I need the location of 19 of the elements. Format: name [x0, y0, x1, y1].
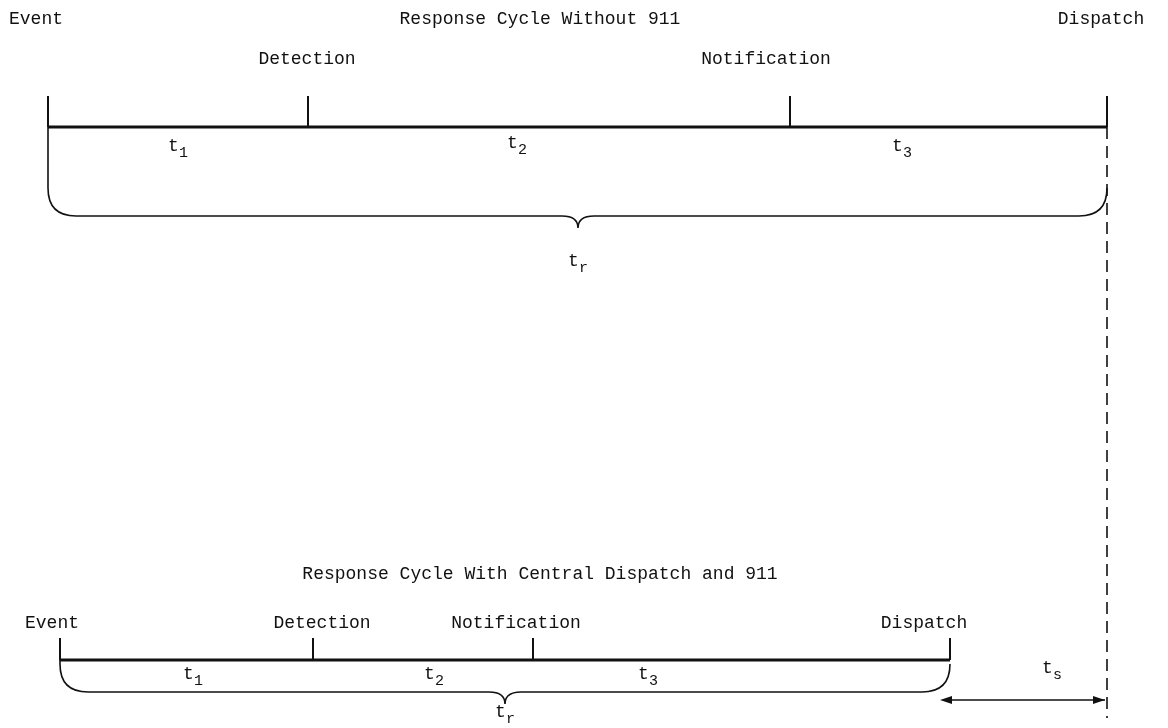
interval-label: t$_{r}$	[495, 703, 515, 728]
interval-label: t$_{3}$	[638, 665, 658, 691]
event-label: Detection	[273, 614, 371, 634]
interval-label: t$_{1}$	[168, 137, 188, 163]
event-label: Notification	[451, 614, 581, 634]
interval-label: t$_{2}$	[507, 134, 527, 160]
section-heading: Response Cycle Without 911	[399, 10, 681, 30]
event-label: Notification	[701, 50, 831, 70]
interval-label: t$_{1}$	[183, 665, 203, 691]
interval-label: t$_{2}$	[424, 665, 444, 691]
section-heading: Response Cycle With Central Dispatch and 911	[302, 565, 778, 585]
event-label: Event	[25, 614, 79, 634]
interval-label: t$_{3}$	[892, 137, 912, 163]
event-label: Dispatch	[880, 614, 968, 634]
interval-label: t$_{s}$	[1042, 659, 1062, 685]
event-label: Event	[9, 10, 63, 30]
event-label: Detection	[258, 50, 356, 70]
event-label: Dispatch	[1057, 10, 1145, 30]
interval-label: t$_{r}$	[568, 252, 588, 278]
